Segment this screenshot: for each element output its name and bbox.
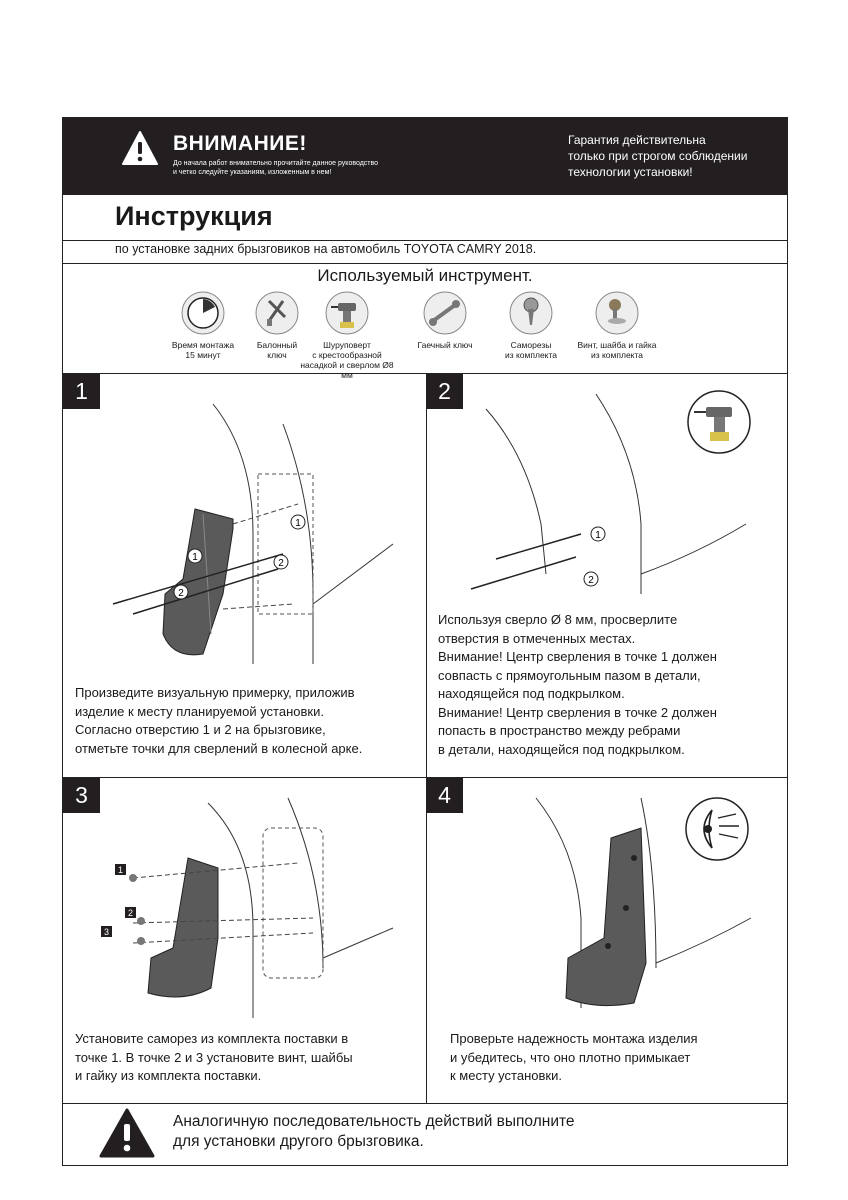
document-subtitle: по установке задних брызговиков на автом… [115, 242, 537, 256]
tool-open-wrench: Гаечный ключ [395, 291, 495, 350]
marker-1: 1 [115, 864, 126, 875]
step-number: 4 [426, 778, 463, 813]
wheel-wrench-icon [255, 291, 299, 335]
marker-1: 1 [187, 548, 203, 564]
warning-header: ВНИМАНИЕ! До начала работ внимательно пр… [63, 118, 787, 195]
step-4-text: Проверьте надежность монтажа изделия и у… [450, 1031, 698, 1083]
tool-screws: Саморезы из комплекта [481, 291, 581, 360]
divider [63, 1103, 787, 1104]
warning-title: ВНИМАНИЕ! [173, 132, 307, 155]
step-1: 1 1 2 1 2 Произведите визуальную примерк… [63, 374, 426, 777]
marker-2: 2 [125, 907, 136, 918]
svg-text:1: 1 [118, 865, 123, 875]
step-2-text: Используя сверло Ø 8 мм, просверлите отв… [438, 612, 717, 757]
marker-2: 2 [583, 571, 599, 587]
divider [63, 777, 787, 778]
clock-icon [181, 291, 225, 335]
step-number: 2 [426, 374, 463, 409]
marker-2: 2 [173, 584, 189, 600]
column-divider [426, 373, 427, 1103]
screw-icon [509, 291, 553, 335]
svg-text:2: 2 [178, 588, 184, 599]
footer-note: Аналогичную последовательность действий … [173, 1113, 575, 1150]
instruction-sheet: ВНИМАНИЕ! До начала работ внимательно пр… [62, 117, 788, 1166]
step-1-illustration: 1 2 1 2 [112, 403, 394, 664]
svg-text:1: 1 [295, 518, 301, 529]
step-4: 4 Проверьте надежность монтажа изделия и… [426, 778, 789, 1103]
divider [63, 263, 787, 264]
screwdriver-drill-icon [325, 291, 369, 335]
svg-text:2: 2 [588, 575, 594, 586]
warning-icon [99, 1108, 155, 1158]
step-4-illustration [535, 797, 752, 1008]
svg-text:3: 3 [104, 927, 109, 937]
marker-2: 2 [273, 554, 289, 570]
warning-note: До начала работ внимательно прочитайте д… [173, 160, 379, 176]
step-2-illustration: 1 2 [470, 393, 747, 594]
guarantee-note: Гарантия действительна только при строго… [568, 133, 748, 179]
tools-heading: Используемый инструмент. [317, 266, 533, 285]
tool-time: Время монтажа 15 минут [153, 291, 253, 360]
tool-wheel-wrench: Балонный ключ [227, 291, 327, 360]
step-2: 2 1 2 Используя сверло Ø 8 мм, просверли… [426, 374, 789, 777]
marker-3: 3 [101, 926, 112, 937]
step-1-text: Произведите визуальную примерку, приложи… [75, 685, 363, 756]
tool-screwdriver: Шуруповерт с крестообразной насадкой и с… [297, 291, 397, 380]
svg-text:1: 1 [595, 530, 601, 541]
open-wrench-icon [423, 291, 467, 335]
eye-inspection-icon [685, 797, 749, 861]
step-number: 1 [63, 374, 100, 409]
svg-text:2: 2 [128, 908, 133, 918]
svg-text:1: 1 [192, 552, 198, 563]
document-title: Инструкция [115, 201, 273, 231]
step-3-text: Установите саморез из комплекта поставки… [75, 1031, 353, 1083]
step-number: 3 [63, 778, 100, 813]
drill-icon [687, 390, 751, 454]
bolt-nut-icon [595, 291, 639, 335]
svg-text:2: 2 [278, 558, 284, 569]
marker-1: 1 [590, 526, 606, 542]
step-3: 3 1 2 3 Установите саморез из комплекта … [63, 778, 426, 1103]
tool-bolt-nut: Винт, шайба и гайка из комплекта [567, 291, 667, 360]
step-3-illustration: 1 2 3 [101, 797, 394, 1018]
warning-icon [122, 131, 158, 165]
divider [63, 373, 787, 374]
divider [63, 240, 787, 241]
marker-1: 1 [290, 514, 306, 530]
